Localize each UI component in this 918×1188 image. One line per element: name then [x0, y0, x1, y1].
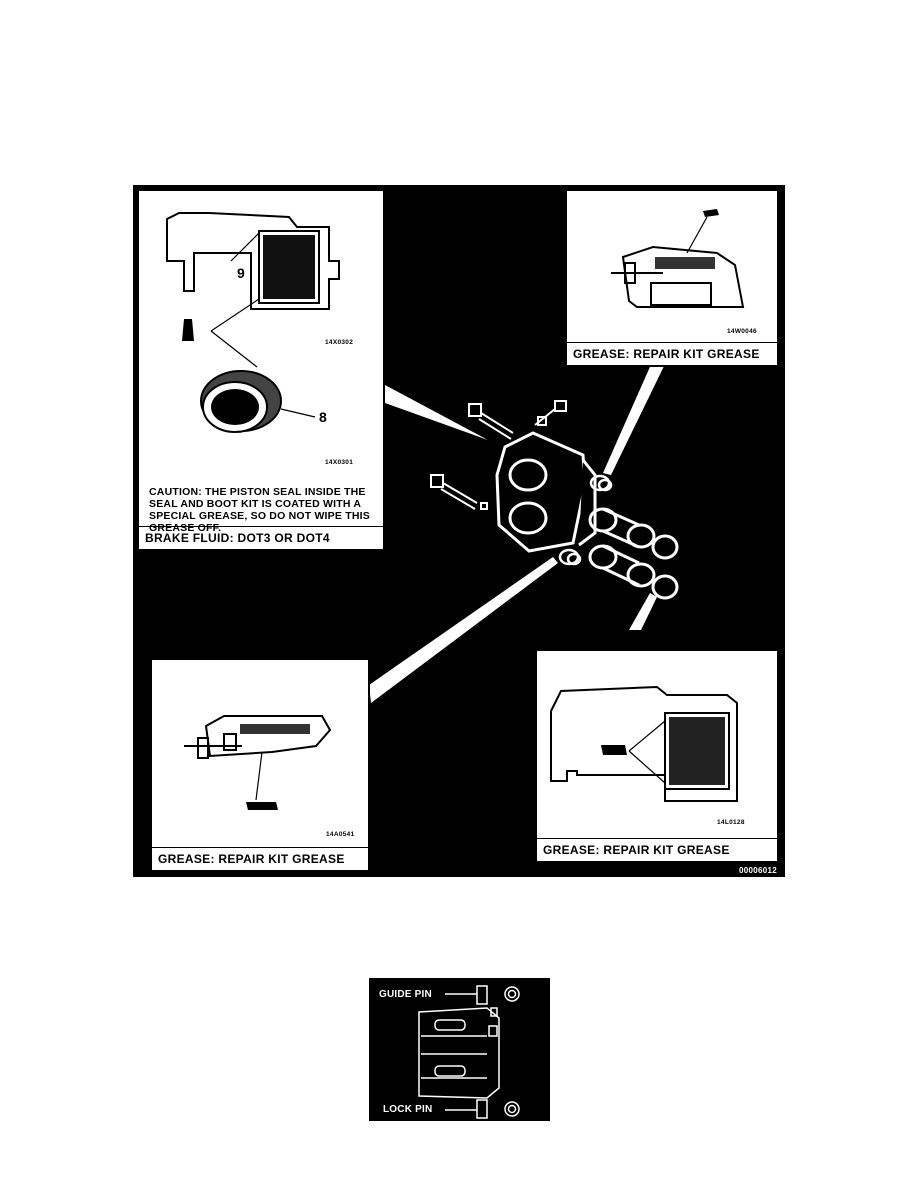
grease-caption: GREASE: REPAIR KIT GREASE: [537, 838, 777, 861]
main-figure-code: 00006012: [739, 866, 777, 875]
inset-brake-fluid: 9 8 14X0302 14X0301 CAUTION: THE PISTON …: [137, 189, 385, 551]
figure-code: 14L0128: [717, 819, 745, 826]
brake-fluid-caption: BRAKE FLUID: DOT3 OR DOT4: [139, 526, 383, 549]
guide-pin-drawing: [611, 209, 745, 308]
figure-code: 14A0541: [326, 831, 355, 838]
caliper-pins-drawing: [418, 985, 520, 1119]
figure-code-bottom: 14X0301: [325, 459, 354, 466]
grease-caption: GREASE: REPAIR KIT GREASE: [567, 342, 777, 365]
figure-code-top: 14X0302: [325, 339, 354, 346]
caution-note: CAUTION: THE PISTON SEAL INSIDE THE SEAL…: [149, 486, 370, 534]
piston-boot-drawing: [550, 685, 738, 802]
grease-caption: GREASE: REPAIR KIT GREASE: [152, 847, 368, 870]
inset-guide-pin-grease: 14W0046 GREASE: REPAIR KIT GREASE: [565, 189, 779, 367]
callout-9: 9: [237, 265, 245, 281]
inset-lock-pin-grease: 14A0541 GREASE: REPAIR KIT GREASE: [150, 658, 370, 872]
caliper-exploded-drawing: [369, 360, 679, 703]
guide-pin-label: GUIDE PIN: [379, 989, 432, 1000]
inset-piston-grease: 14L0128 GREASE: REPAIR KIT GREASE: [535, 649, 779, 863]
lock-pin-label: LOCK PIN: [383, 1104, 433, 1115]
lock-pin-drawing: [184, 715, 332, 810]
caliper-exploded-diagram: 9 8 14X0302 14X0301 CAUTION: THE PISTON …: [133, 185, 785, 877]
callout-8: 8: [319, 409, 327, 425]
piston-seal-drawing: [166, 212, 340, 433]
guide-lock-pin-diagram: GUIDE PIN LOCK PIN: [369, 978, 550, 1121]
figure-code: 14W0046: [727, 328, 757, 335]
